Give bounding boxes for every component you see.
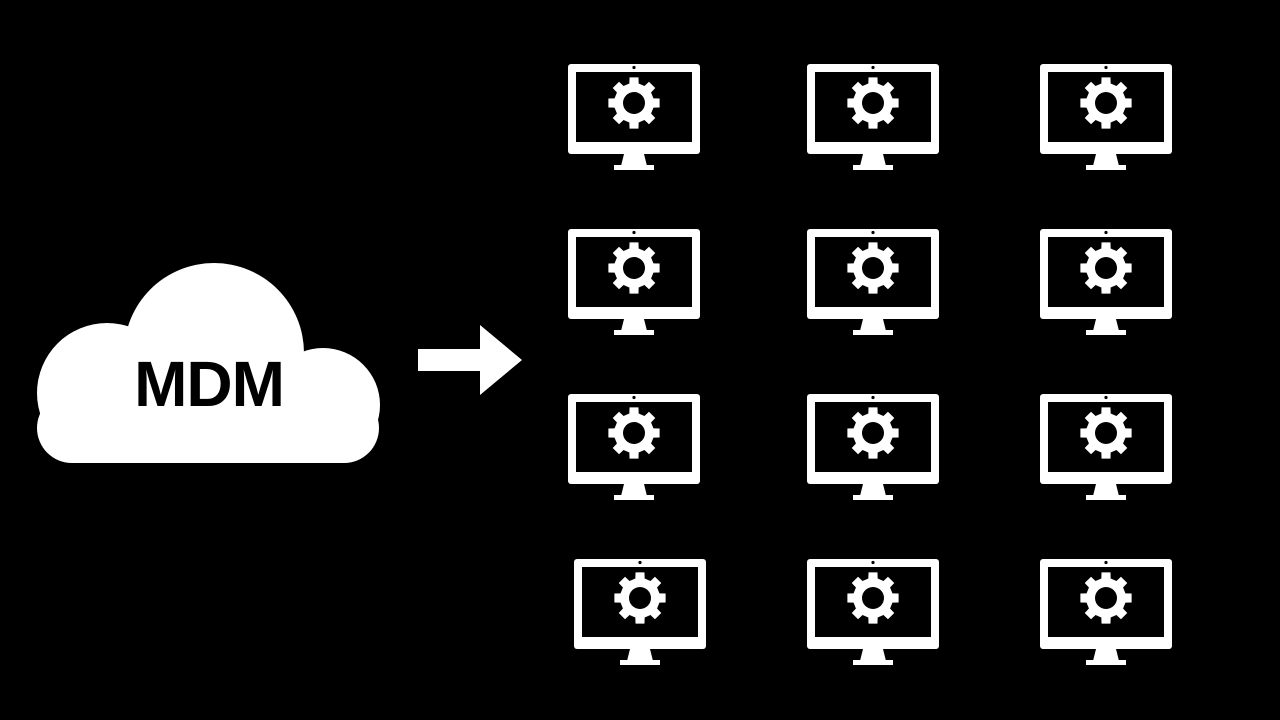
monitor-gear-icon xyxy=(568,394,700,500)
mdm-label: MDM xyxy=(134,348,285,420)
monitor-gear-icon xyxy=(1040,64,1172,170)
monitor-gear-icon xyxy=(568,229,700,335)
monitor-gear-icon xyxy=(1040,229,1172,335)
managed-device-2 xyxy=(807,63,939,171)
monitor-gear-icon xyxy=(807,64,939,170)
monitor-gear-icon xyxy=(807,394,939,500)
arrow-right-icon xyxy=(418,325,522,395)
monitor-gear-icon xyxy=(1040,394,1172,500)
monitor-gear-icon xyxy=(574,559,706,665)
monitor-gear-icon xyxy=(807,559,939,665)
mdm-cloud: MDM xyxy=(34,255,384,470)
managed-device-9 xyxy=(1040,393,1172,501)
managed-device-12 xyxy=(1040,558,1172,666)
managed-device-8 xyxy=(807,393,939,501)
managed-device-3 xyxy=(1040,63,1172,171)
managed-device-1 xyxy=(568,63,700,171)
managed-device-6 xyxy=(1040,228,1172,336)
monitor-gear-icon xyxy=(1040,559,1172,665)
managed-device-10 xyxy=(574,558,706,666)
managed-device-11 xyxy=(807,558,939,666)
monitor-gear-icon xyxy=(568,64,700,170)
arrow-connector xyxy=(418,325,524,395)
cloud-icon xyxy=(37,263,380,463)
managed-device-7 xyxy=(568,393,700,501)
monitor-gear-icon xyxy=(807,229,939,335)
managed-device-5 xyxy=(807,228,939,336)
managed-device-4 xyxy=(568,228,700,336)
